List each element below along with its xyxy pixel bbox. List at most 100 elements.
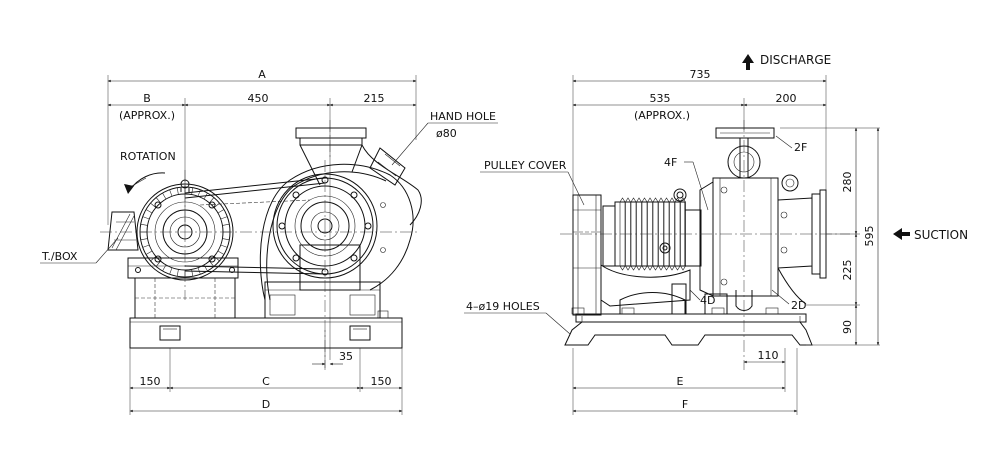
motor-fin — [169, 189, 173, 197]
motor-fin — [142, 216, 150, 220]
motor-fin — [142, 244, 150, 248]
dim-535: 535 — [650, 92, 671, 105]
motor-fin — [213, 202, 220, 208]
dim-450: 450 — [248, 92, 269, 105]
motor-fin — [209, 197, 215, 204]
motor-fin — [145, 209, 153, 214]
motor-fin — [155, 197, 161, 204]
motor-fin — [220, 216, 228, 220]
motor-fin — [217, 250, 225, 255]
tag-4d: 4D — [700, 294, 715, 307]
tag-4f-callout: 4F — [664, 156, 709, 211]
tag-4d-callout: 4D — [689, 289, 715, 307]
pump-casing — [259, 127, 422, 319]
dim-110: 110 — [758, 349, 779, 362]
motor-fin — [220, 244, 228, 248]
motor-side-fin — [652, 197, 659, 271]
motor-fin — [140, 223, 148, 226]
right-centerlines — [560, 120, 850, 370]
motor-side-fin — [647, 197, 653, 271]
motor-fin — [150, 256, 157, 262]
motor-fin — [191, 187, 194, 195]
pump-body-side — [699, 127, 827, 311]
motor-side-fin — [636, 197, 642, 271]
dim-b: B — [143, 92, 151, 105]
terminal-box — [107, 211, 139, 251]
dim-735: 735 — [690, 68, 711, 81]
motor-fin — [222, 223, 230, 226]
motor-side-fin — [619, 197, 626, 271]
motor-fin — [150, 202, 157, 208]
dim-215: 215 — [364, 92, 385, 105]
dim-595: 595 — [863, 226, 876, 247]
motor-fin — [162, 192, 167, 200]
motor-side-fin — [658, 197, 664, 271]
motor-side-fin — [641, 197, 648, 271]
rotation-label: ROTATION — [120, 150, 176, 163]
motor-fin — [213, 256, 220, 262]
motor-fin — [169, 267, 173, 275]
dim-225: 225 — [841, 260, 854, 281]
motor-fin — [140, 238, 148, 241]
motor-side-fin — [669, 197, 675, 271]
dim-a: A — [258, 68, 266, 81]
rotation-indicator: ROTATION — [120, 150, 176, 194]
motor-fin — [217, 209, 225, 214]
dim-200: 200 — [776, 92, 797, 105]
dim-b-approx: (APPROX.) — [119, 109, 175, 122]
motor-side-fin — [674, 197, 681, 271]
right-side-dimensions: 280 225 90 595 — [780, 127, 880, 346]
hand-hole-diameter: ø80 — [436, 127, 457, 140]
tag-2f: 2F — [794, 141, 807, 154]
v-belt — [184, 177, 326, 275]
holes-label: 4–ø19 HOLES — [466, 300, 540, 313]
left-baseplate — [129, 310, 403, 349]
motor-fin — [203, 264, 208, 272]
motor-fin — [209, 260, 215, 267]
motor-fin — [145, 250, 153, 255]
pulley-cover-callout: PULLEY COVER — [480, 159, 585, 206]
dim-280: 280 — [841, 172, 854, 193]
tag-2d: 2D — [791, 299, 806, 312]
tag-4f: 4F — [664, 156, 677, 169]
left-bottom-dimensions: 150 C 150 D 35 — [129, 330, 403, 415]
motor-fin — [162, 264, 167, 272]
dim-e: E — [677, 375, 684, 388]
motor-side-fins — [619, 197, 686, 271]
discharge-label: DISCHARGE — [760, 53, 831, 67]
terminal-box-label: T./BOX — [41, 250, 78, 263]
pulley-cover — [572, 194, 602, 316]
motor — [127, 179, 239, 281]
right-view: 735 535 (APPROX.) 200 DISCHARGE SUCTION — [464, 53, 968, 415]
dim-90: 90 — [841, 320, 854, 334]
dim-535-approx: (APPROX.) — [634, 109, 690, 122]
right-top-dimensions: 735 535 (APPROX.) 200 — [572, 68, 827, 195]
tag-2d-callout: 2D — [771, 289, 806, 312]
hand-hole-label: HAND HOLE — [430, 110, 496, 123]
motor-fin — [176, 269, 179, 277]
motor-fin — [197, 189, 201, 197]
motor-fin — [222, 238, 230, 241]
suction-label: SUCTION — [914, 228, 968, 242]
suction-indicator: SUCTION — [893, 228, 968, 242]
motor-fin — [155, 260, 161, 267]
motor-side-fin — [630, 197, 637, 271]
dim-150-right: 150 — [371, 375, 392, 388]
motor-side-fin — [663, 197, 670, 271]
left-top-dimensions: A B (APPROX.) 450 215 — [107, 68, 417, 360]
discharge-indicator: DISCHARGE — [742, 53, 831, 70]
tag-2f-callout: 2F — [775, 135, 807, 154]
dim-f: F — [682, 398, 688, 411]
motor-fin — [191, 269, 194, 277]
terminal-box-callout: T./BOX — [40, 237, 119, 264]
motor-fin — [176, 187, 179, 195]
pulley-cover-label: PULLEY COVER — [484, 159, 567, 172]
hand-hole-callout: HAND HOLE ø80 — [391, 110, 498, 166]
dim-d: D — [262, 398, 270, 411]
motor-side-fin — [625, 197, 631, 271]
dim-150-left: 150 — [140, 375, 161, 388]
dim-c: C — [262, 375, 270, 388]
right-baseplate — [564, 307, 813, 346]
left-view: A B (APPROX.) 450 215 — [40, 68, 498, 415]
